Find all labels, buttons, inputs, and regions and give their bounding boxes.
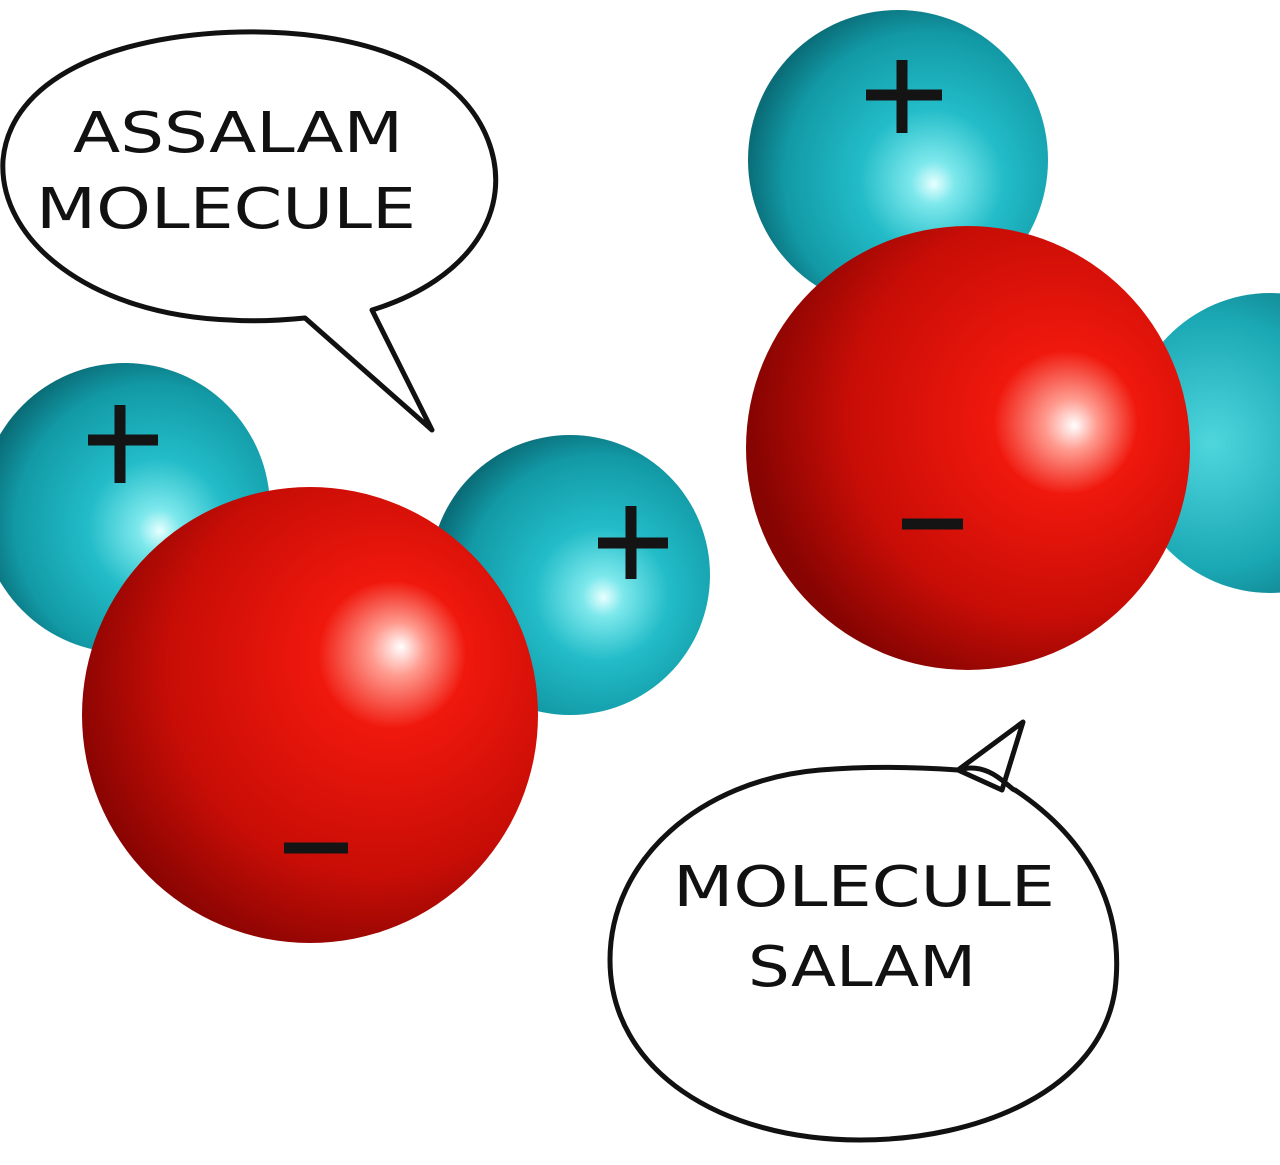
left-bubble-line-2: MOLECULE bbox=[36, 177, 416, 242]
left-oxygen-atom bbox=[82, 487, 538, 943]
left-bubble-line-1: ASSALAM bbox=[73, 101, 403, 166]
right-water-molecule bbox=[746, 10, 1280, 670]
left-speech-bubble: ASSALAM MOLECULE bbox=[0, 29, 499, 433]
right-hydrogen-1-plus-icon bbox=[866, 60, 942, 133]
right-speech-bubble: MOLECULE SALAM bbox=[607, 719, 1120, 1143]
left-hydrogen-2-plus-icon bbox=[598, 506, 668, 579]
right-bubble-line-1: MOLECULE bbox=[673, 855, 1055, 920]
right-bubble-line-2: SALAM bbox=[748, 935, 976, 1000]
left-hydrogen-1-plus-icon bbox=[88, 405, 158, 483]
right-oxygen-atom bbox=[746, 226, 1190, 670]
left-water-molecule bbox=[0, 363, 710, 943]
